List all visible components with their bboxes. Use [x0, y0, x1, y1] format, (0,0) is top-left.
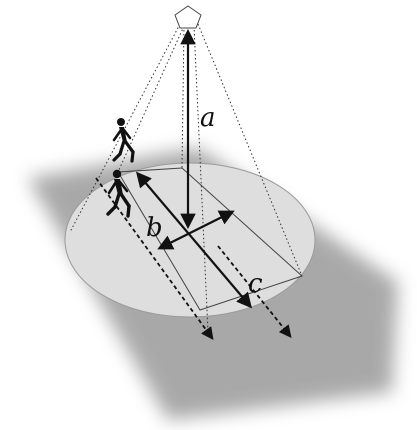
walking-person-icon — [106, 169, 131, 218]
dimension-a-label: a — [200, 103, 216, 133]
sensor-pentagon-icon — [174, 5, 202, 29]
walking-path-right — [217, 245, 292, 338]
dimension-c-label: c — [248, 269, 263, 299]
walking-person-icon — [112, 118, 135, 163]
dimension-b-label: b — [146, 213, 163, 243]
dimension-c-arrow — [136, 171, 252, 309]
